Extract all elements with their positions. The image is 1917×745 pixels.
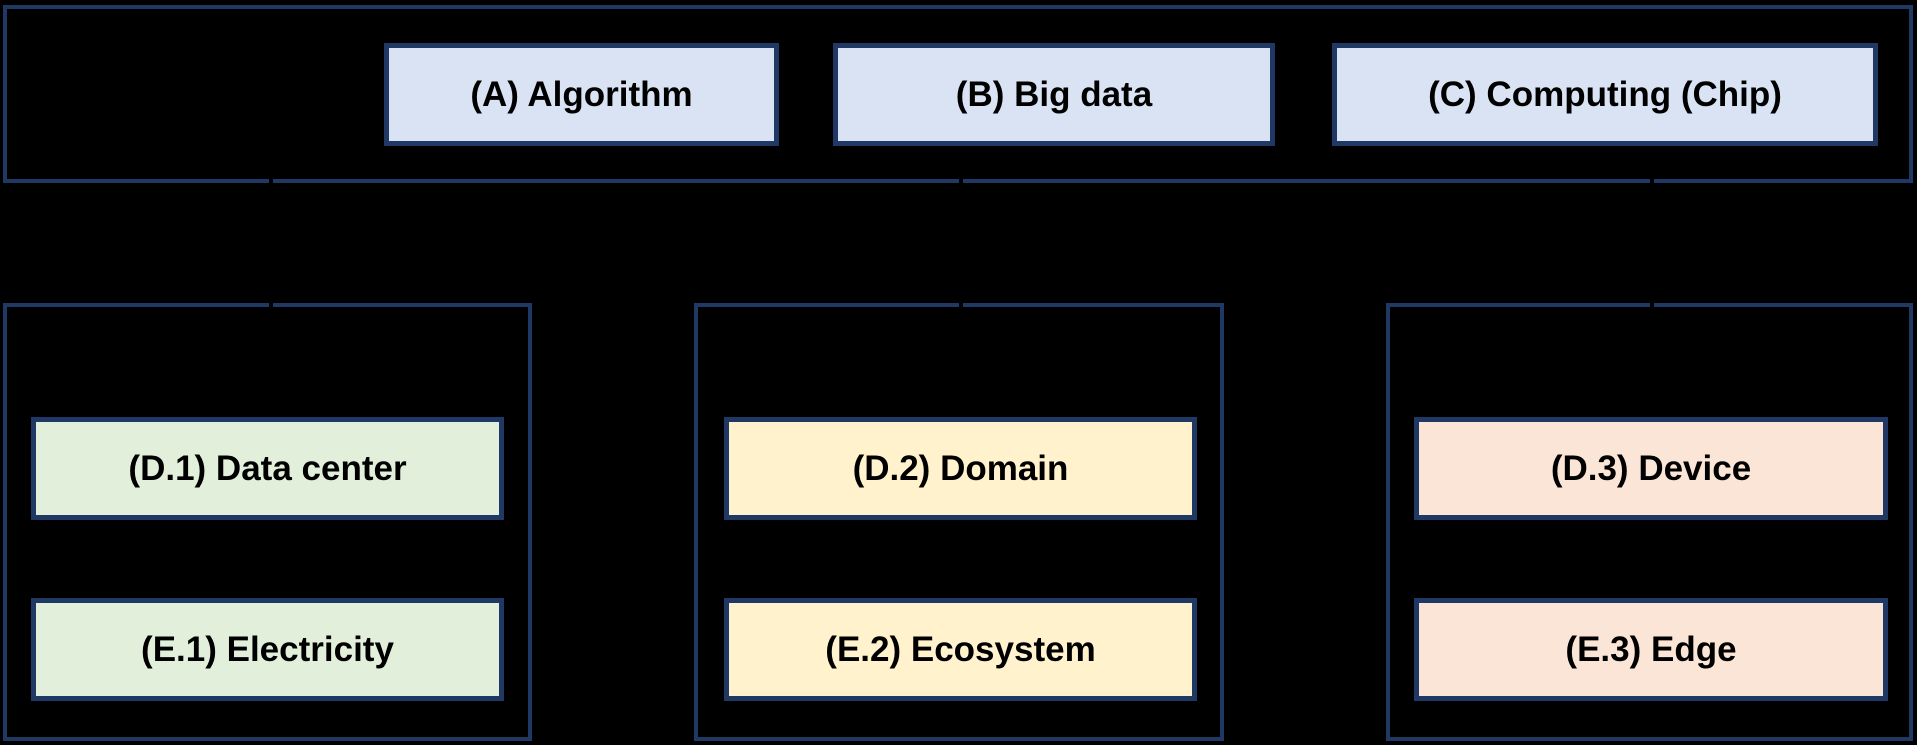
column-group-device: (D.3) Device (E.3) Edge (1386, 303, 1913, 741)
column-group-data-center: (D.1) Data center (E.1) Electricity (3, 303, 532, 741)
box-device: (D.3) Device (1414, 417, 1888, 520)
connector-line-right (1650, 176, 1654, 317)
box-big-data-label: (B) Big data (955, 75, 1153, 114)
box-computing-chip-label: (C) Computing (Chip) (1428, 75, 1782, 114)
box-ecosystem-label: (E.2) Ecosystem (825, 630, 1096, 669)
connector-line-middle (959, 176, 963, 317)
box-electricity: (E.1) Electricity (31, 598, 504, 701)
box-device-label: (D.3) Device (1550, 449, 1752, 488)
column-group-domain: (D.2) Domain (E.2) Ecosystem (694, 303, 1224, 741)
box-computing-chip: (C) Computing (Chip) (1332, 43, 1878, 146)
box-data-center-label: (D.1) Data center (128, 449, 407, 488)
box-big-data: (B) Big data (833, 43, 1275, 146)
box-electricity-label: (E.1) Electricity (141, 630, 394, 669)
box-edge: (E.3) Edge (1414, 598, 1888, 701)
box-edge-label: (E.3) Edge (1565, 630, 1737, 669)
top-factors-group: (A) Algorithm (B) Big data (C) Computing… (3, 5, 1913, 183)
box-algorithm-label: (A) Algorithm (470, 75, 693, 114)
box-algorithm: (A) Algorithm (384, 43, 779, 146)
box-ecosystem: (E.2) Ecosystem (724, 598, 1197, 701)
connector-line-left (269, 176, 273, 317)
box-domain-label: (D.2) Domain (852, 449, 1069, 488)
box-data-center: (D.1) Data center (31, 417, 504, 520)
box-domain: (D.2) Domain (724, 417, 1197, 520)
